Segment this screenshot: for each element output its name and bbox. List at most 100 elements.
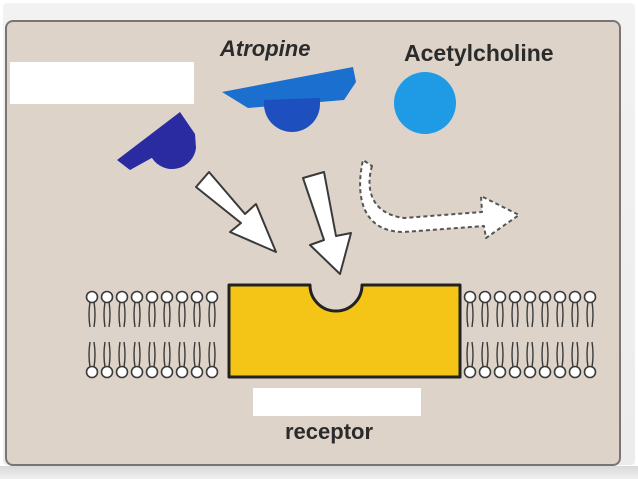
lipid-tail — [168, 341, 171, 368]
lipid-tail — [213, 301, 216, 328]
lipid-tail — [586, 301, 589, 328]
lipid-head — [463, 290, 477, 304]
lipid-head — [523, 365, 537, 379]
acetylcholine-label: Acetylcholine — [404, 40, 554, 66]
lipid-head — [553, 290, 567, 304]
lipid-tail — [531, 341, 534, 368]
lipid-head — [538, 290, 552, 304]
lipid-head — [175, 365, 189, 379]
lipid-tail — [541, 341, 544, 368]
lipid-tail — [123, 301, 126, 328]
lipid-tail — [213, 341, 216, 368]
lipid-tail — [198, 301, 201, 328]
lipid-tail — [481, 341, 484, 368]
lipid-tail — [516, 341, 519, 368]
lipid-tail — [193, 301, 196, 328]
lipid-head — [583, 365, 597, 379]
lipid-tail — [591, 301, 594, 328]
lipid-head — [145, 365, 159, 379]
lipid-head — [100, 365, 114, 379]
bottom-strip — [0, 466, 638, 479]
lipid-tail — [138, 301, 141, 328]
lipid-tail — [466, 341, 469, 368]
lipid-tail — [208, 301, 211, 328]
lipid-head — [493, 365, 507, 379]
lipid-tail — [88, 341, 91, 368]
lipid-head — [508, 290, 522, 304]
lipid-head — [130, 290, 144, 304]
lipid-head — [115, 290, 129, 304]
lipid-head — [160, 290, 174, 304]
lipid-tail — [486, 301, 489, 328]
lipid-tail — [471, 301, 474, 328]
atropine-ligand-shape-icon — [222, 67, 356, 132]
lipid-head — [100, 290, 114, 304]
lipid-head — [568, 365, 582, 379]
lipid-tail — [546, 341, 549, 368]
lipid-tail — [148, 301, 151, 328]
lipid-tail — [531, 301, 534, 328]
lipid-tail — [496, 341, 499, 368]
lipid-tail — [576, 301, 579, 328]
lipid-tail — [556, 301, 559, 328]
lipid-head — [205, 365, 219, 379]
lipid-tail — [93, 301, 96, 328]
lipid-tail — [118, 341, 121, 368]
lipid-tail — [571, 301, 574, 328]
lipid-tail — [516, 301, 519, 328]
lipid-tail — [163, 341, 166, 368]
lipid-head — [553, 365, 567, 379]
phospholipid-bilayer-icon — [85, 290, 597, 379]
lipid-tail — [546, 301, 549, 328]
lipid-tail — [586, 341, 589, 368]
lipid-tail — [481, 301, 484, 328]
lipid-head — [85, 290, 99, 304]
lipid-head — [493, 290, 507, 304]
lipid-tail — [526, 341, 529, 368]
lipid-head — [115, 365, 129, 379]
lipid-tail — [108, 341, 111, 368]
lipid-head — [478, 290, 492, 304]
lipid-head — [130, 365, 144, 379]
lipid-tail — [501, 341, 504, 368]
lipid-tail — [208, 341, 211, 368]
lipid-tail — [471, 341, 474, 368]
lipid-tail — [561, 301, 564, 328]
lipid-tail — [108, 301, 111, 328]
lipid-tail — [103, 341, 106, 368]
lipid-head — [205, 290, 219, 304]
lipid-tail — [133, 341, 136, 368]
lipid-tail — [198, 341, 201, 368]
lipid-tail — [526, 301, 529, 328]
lipid-head — [508, 365, 522, 379]
lipid-head — [538, 365, 552, 379]
lipid-tail — [486, 341, 489, 368]
lipid-tail — [183, 341, 186, 368]
lipid-tail — [118, 301, 121, 328]
lipid-tail — [178, 301, 181, 328]
lipid-tail — [133, 301, 136, 328]
lipid-head — [190, 365, 204, 379]
lipid-tail — [556, 341, 559, 368]
lipid-tail — [561, 341, 564, 368]
lipid-head — [145, 290, 159, 304]
lipid-tail — [571, 341, 574, 368]
lipid-tail — [88, 301, 91, 328]
lipid-head — [583, 290, 597, 304]
blue-ligand-shape-icon — [117, 112, 196, 170]
lipid-tail — [183, 301, 186, 328]
white-down-arrow-icon — [302, 171, 352, 275]
lipid-head — [160, 365, 174, 379]
receptor-label: receptor — [285, 419, 374, 444]
lipid-head — [523, 290, 537, 304]
lipid-head — [175, 290, 189, 304]
receptor-with-binding-pocket-icon — [227, 283, 462, 379]
atropine-label: Atropine — [220, 36, 311, 61]
dashed-curved-arrow-icon — [359, 159, 520, 239]
lipid-tail — [163, 301, 166, 328]
lipid-tail — [148, 341, 151, 368]
lipid-tail — [178, 341, 181, 368]
lipid-tail — [153, 341, 156, 368]
lipid-tail — [168, 301, 171, 328]
